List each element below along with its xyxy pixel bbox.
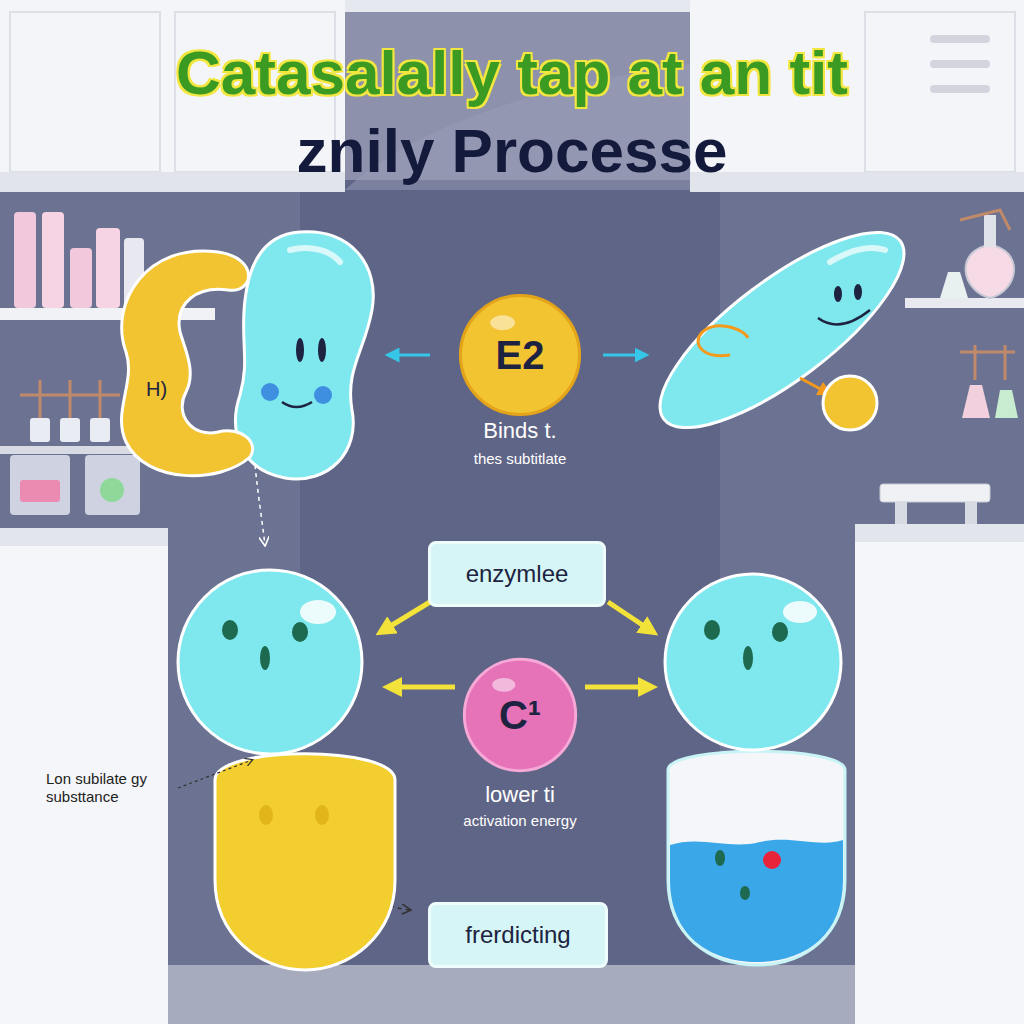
process-box: frerdicting	[428, 902, 608, 968]
caption-label: lower ti	[370, 782, 670, 808]
process-box: enzymlee	[428, 541, 606, 607]
counter	[855, 524, 1024, 1024]
node-text: H)	[146, 378, 167, 400]
title: Catasalally tap at an tit znily Processe	[172, 34, 852, 189]
circle-outline	[460, 295, 579, 414]
circle-highlight	[490, 315, 515, 330]
caption-label: thes subtitlate	[370, 450, 670, 468]
cofactor-circle: C¹	[462, 657, 578, 773]
callout-label: Lon subilate gy substtance	[46, 770, 176, 806]
node-text: E2	[496, 333, 545, 377]
enzyme-blob-outline	[121, 251, 252, 476]
circle-outline	[464, 659, 575, 770]
enzyme-character	[236, 232, 374, 479]
enzyme-circle: E2	[458, 293, 582, 417]
caption-label: Binds t.	[370, 418, 670, 444]
enzyme-blob: H)	[108, 242, 258, 482]
node-text: enzymlee	[466, 561, 569, 587]
node-text: C¹	[499, 693, 541, 737]
node-text: frerdicting	[465, 922, 570, 948]
circle-highlight	[492, 678, 515, 692]
product-flask	[665, 574, 845, 965]
enzyme-blob-shape	[108, 242, 258, 482]
substrate-character	[178, 570, 395, 970]
floor	[168, 965, 855, 1024]
caption-label: activation energy	[370, 812, 670, 830]
enzyme-product-character	[634, 201, 931, 459]
